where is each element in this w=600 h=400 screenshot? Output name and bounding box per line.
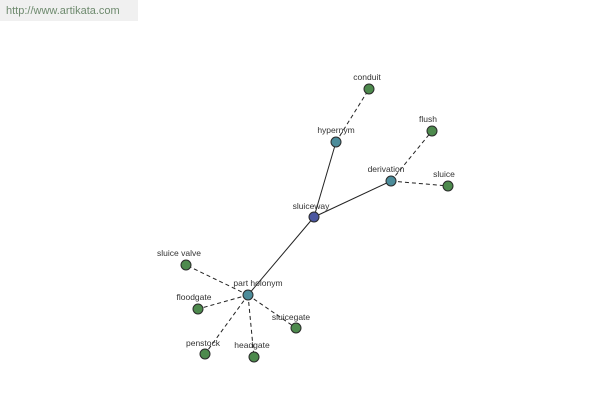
- edge-part_holonym-headgate: [247, 294, 255, 358]
- node-label-hypernym: hypernym: [317, 125, 354, 135]
- node-label-sluice_valve: sluice valve: [157, 248, 201, 258]
- node-label-sluicegate: sluicegate: [272, 312, 311, 322]
- node-floodgate[interactable]: [192, 303, 204, 315]
- node-sluicegate[interactable]: [290, 322, 302, 334]
- edge-sluiceway-part_holonym: [247, 216, 315, 296]
- edge-part_holonym-floodgate: [197, 294, 249, 310]
- node-flush[interactable]: [426, 125, 438, 137]
- node-part_holonym[interactable]: [242, 289, 254, 301]
- node-penstock[interactable]: [199, 348, 211, 360]
- edge-sluiceway-derivation: [313, 180, 392, 218]
- edge-derivation-flush: [390, 130, 433, 182]
- node-label-penstock: penstock: [186, 338, 221, 348]
- node-label-sluiceway: sluiceway: [293, 201, 331, 211]
- node-derivation[interactable]: [385, 175, 397, 187]
- nodes-layer: [180, 83, 454, 363]
- node-headgate[interactable]: [248, 351, 260, 363]
- node-label-floodgate: floodgate: [177, 292, 212, 302]
- node-label-derivation: derivation: [368, 164, 405, 174]
- edges-layer: [185, 88, 449, 358]
- node-sluice[interactable]: [442, 180, 454, 192]
- node-label-conduit: conduit: [353, 72, 381, 82]
- node-sluiceway[interactable]: [308, 211, 320, 223]
- node-conduit[interactable]: [363, 83, 375, 95]
- edge-part_holonym-sluice_valve: [185, 264, 249, 296]
- edge-hypernym-conduit: [335, 88, 370, 143]
- node-label-part_holonym: part holonym: [233, 278, 282, 288]
- node-label-flush: flush: [419, 114, 437, 124]
- node-hypernym[interactable]: [330, 136, 342, 148]
- node-label-headgate: headgate: [234, 340, 270, 350]
- edge-derivation-sluice: [390, 180, 449, 187]
- node-label-sluice: sluice: [433, 169, 455, 179]
- edge-sluiceway-hypernym: [313, 141, 337, 218]
- edge-part_holonym-sluicegate: [247, 294, 297, 329]
- source-url-link[interactable]: http://www.artikata.com: [0, 0, 138, 21]
- edge-part_holonym-penstock: [204, 294, 249, 355]
- node-sluice_valve[interactable]: [180, 259, 192, 271]
- labels-layer: sluiceway hypernym derivation part holonym c…: [157, 72, 455, 350]
